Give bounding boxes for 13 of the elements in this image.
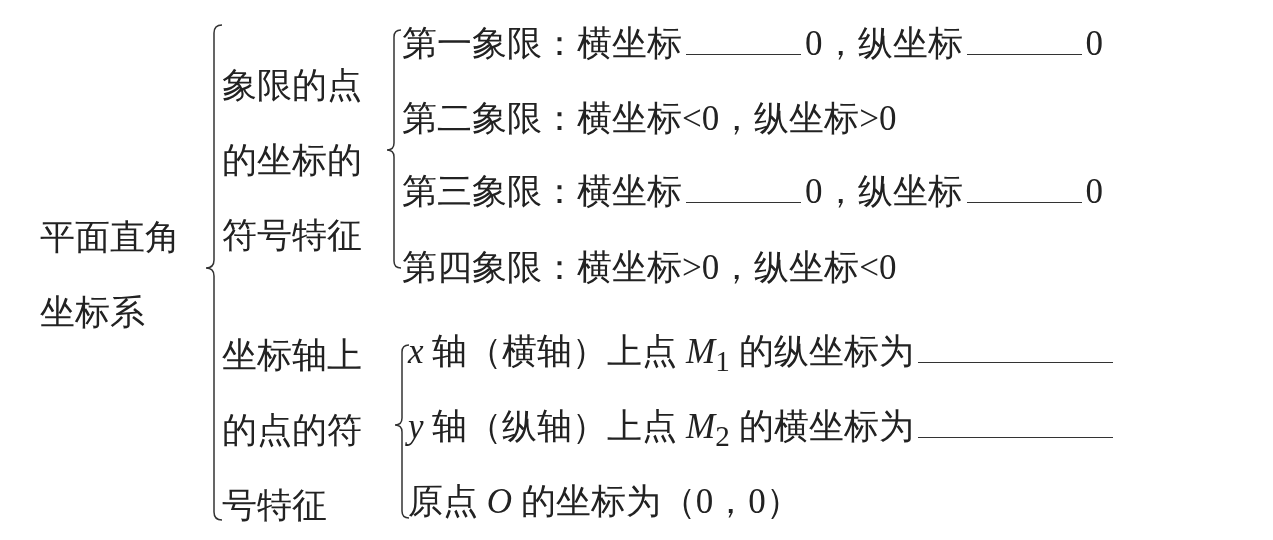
rule-text: 第一象限：横坐标: [402, 23, 682, 65]
rule-text: 原点 O 的坐标为（0，0）: [408, 481, 801, 523]
rule-text: 0，纵坐标: [805, 23, 963, 65]
rule-text: x 轴（横轴）上点 M$_{1}$ 的纵坐标为: [408, 331, 914, 379]
rule-text: 第三象限：横坐标: [402, 171, 682, 213]
rule-text: 0，纵坐标: [805, 171, 963, 213]
rule-text: 0: [1085, 171, 1103, 213]
rule-text: 第四象限：横坐标>0，纵坐标<0: [402, 247, 897, 289]
category-text: 坐标轴上的点的符号特征: [222, 335, 363, 527]
rule-text: 第二象限：横坐标<0，纵坐标>0: [402, 98, 897, 140]
category-text: 平面直角坐标系: [40, 217, 181, 334]
rule-text: 0: [1085, 23, 1103, 65]
category-text: 象限的点的坐标的符号特征: [222, 65, 363, 257]
